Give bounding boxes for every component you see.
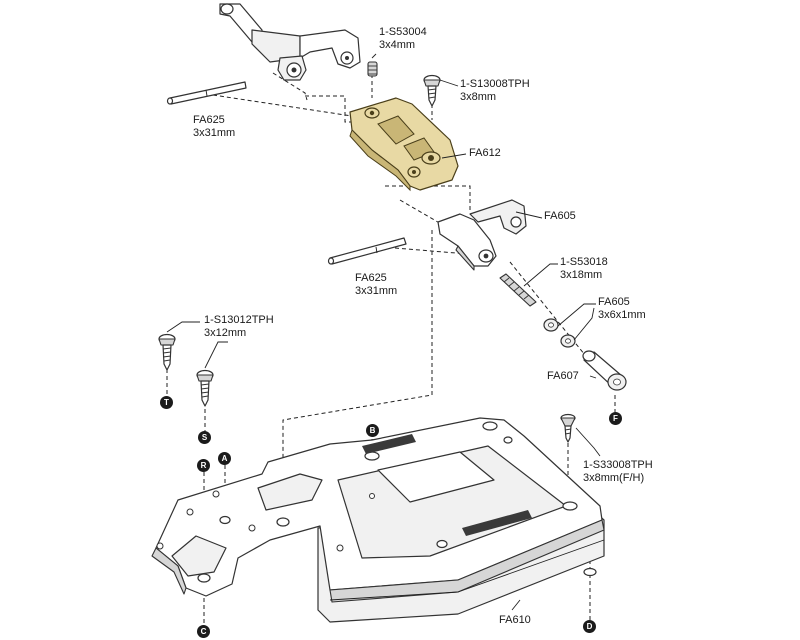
screw-s33008tph-part (560, 413, 576, 443)
screw-s13008tph-part (423, 74, 441, 107)
marker-b: B (366, 424, 379, 437)
setscrew-s53004-part (367, 61, 378, 77)
marker-d: D (583, 620, 596, 633)
block-fa612-part (349, 97, 459, 192)
leader-lines (166, 53, 601, 611)
label-fa612: FA612 (469, 147, 501, 159)
ballend-fa607-part (582, 350, 627, 391)
label-s53004-code: 1-S53004 (379, 26, 427, 38)
label-fa605-washer-size: 3x6x1mm (598, 309, 646, 321)
label-fa625-top-code: FA625 (193, 114, 225, 126)
label-fa625-mid-size: 3x31mm (355, 285, 398, 297)
washers-fa605-part (543, 318, 576, 348)
label-fa625-top-size: 3x31mm (193, 127, 236, 139)
label-s33008tph-code: 1-S33008TPH (583, 459, 653, 471)
label-s33008tph-size: 3x8mm(F/H) (583, 472, 645, 484)
label-fa625-mid-code: FA625 (355, 272, 387, 284)
label-s13008tph-size: 3x8mm (460, 91, 497, 103)
upper-arm-part (219, 3, 361, 81)
pin-fa625-top-part (166, 81, 247, 105)
label-s53018-size: 3x18mm (560, 269, 603, 281)
screw-s13012tph-part (158, 333, 214, 407)
setscrew-s53018-part (499, 273, 537, 307)
label-fa610: FA610 (499, 614, 531, 626)
marker-a: A (218, 452, 231, 465)
label-fa607: FA607 (547, 370, 579, 382)
mount-fa605-part (437, 199, 527, 271)
marker-f: F (609, 412, 622, 425)
label-s13012tph-size: 3x12mm (204, 327, 247, 339)
label-s13008tph-code: 1-S13008TPH (460, 78, 530, 90)
label-s13012tph-code: 1-S13012TPH (204, 314, 274, 326)
marker-c: C (197, 625, 210, 638)
pin-fa625-mid-part (327, 237, 407, 265)
label-fa605-mount: FA605 (544, 210, 576, 222)
marker-t: T (160, 396, 173, 409)
marker-r: R (197, 459, 210, 472)
label-s53018-code: 1-S53018 (560, 256, 608, 268)
chassis-fa610-part (151, 417, 605, 623)
label-s53004-size: 3x4mm (379, 39, 416, 51)
marker-s: S (198, 431, 211, 444)
label-fa605-washer-code: FA605 (598, 296, 630, 308)
